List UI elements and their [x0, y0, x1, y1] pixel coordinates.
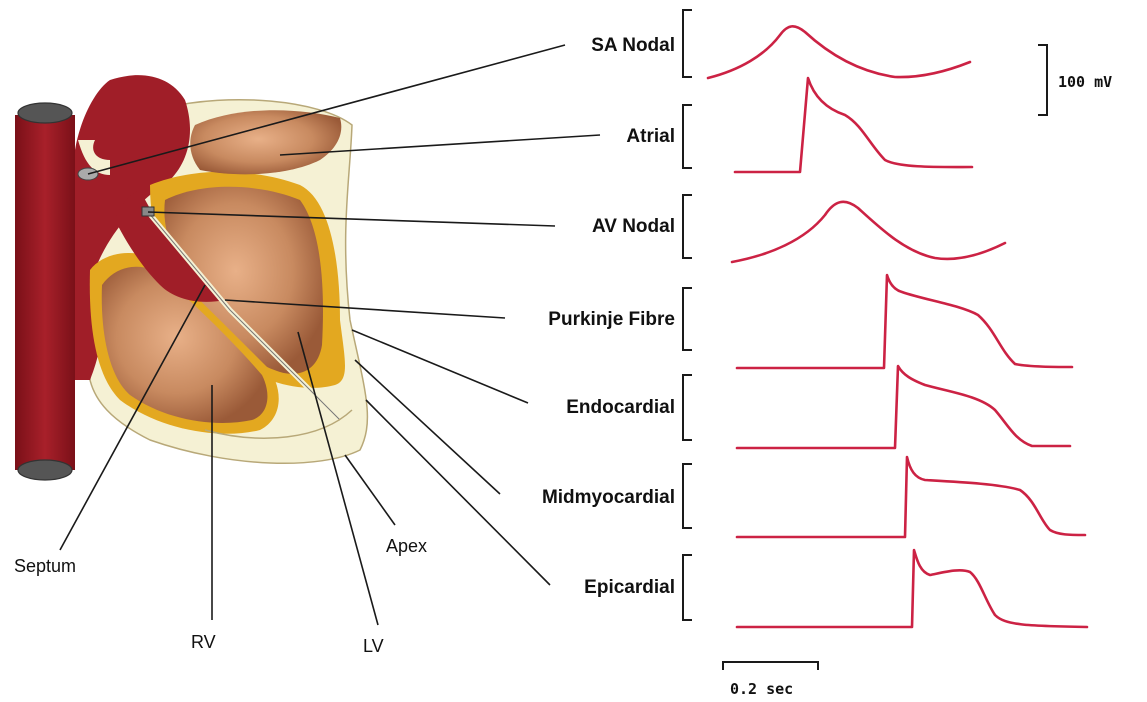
- label-septum: Septum: [14, 556, 76, 576]
- bracket-purkinje: [683, 288, 692, 350]
- leader-midmyocardial: [355, 360, 500, 494]
- bracket-atrial: [683, 105, 692, 168]
- bracket-av-nodal: [683, 195, 692, 258]
- label-epicardial: Epicardial: [584, 577, 675, 598]
- label-atrial: Atrial: [626, 126, 675, 147]
- vessel-top-opening: [18, 103, 72, 123]
- bracket-sa-nodal: [683, 10, 692, 77]
- leader-epicardial: [366, 400, 550, 585]
- trace-sa-nodal: [708, 26, 970, 78]
- trace-av-nodal: [732, 202, 1005, 262]
- trace-atrial: [735, 78, 972, 172]
- bracket-epicardial: [683, 555, 692, 620]
- trace-endocardial: [737, 366, 1070, 448]
- trace-midmyocardial: [737, 457, 1085, 537]
- bracket-midmyocardial: [683, 464, 692, 528]
- heart-illustration: [15, 75, 367, 480]
- time-scale-bar: 0.2 sec: [723, 662, 818, 698]
- label-av-nodal: AV Nodal: [592, 216, 675, 237]
- trace-purkinje: [737, 275, 1072, 368]
- action-potential-traces: [708, 26, 1087, 627]
- label-sa-nodal: SA Nodal: [591, 35, 675, 56]
- label-apex: Apex: [386, 536, 427, 556]
- label-lv: LV: [363, 636, 384, 656]
- leader-apex: [345, 455, 395, 525]
- label-midmyocardial: Midmyocardial: [542, 487, 675, 508]
- label-purkinje: Purkinje Fibre: [548, 309, 675, 330]
- label-rv: RV: [191, 632, 216, 652]
- bracket-endocardial: [683, 375, 692, 440]
- time-scale-label: 0.2 sec: [730, 680, 793, 698]
- voltage-scale-label: 100 mV: [1058, 73, 1112, 91]
- trace-epicardial: [737, 550, 1087, 627]
- trace-brackets: [683, 10, 692, 620]
- time-scale-line: [723, 662, 818, 670]
- vena-cava: [15, 115, 75, 470]
- label-endocardial: Endocardial: [566, 397, 675, 418]
- voltage-scale-line: [1038, 45, 1047, 115]
- voltage-scale-bar: 100 mV: [1038, 45, 1112, 115]
- leader-endocardial: [352, 330, 528, 403]
- vessel-bottom-opening: [18, 460, 72, 480]
